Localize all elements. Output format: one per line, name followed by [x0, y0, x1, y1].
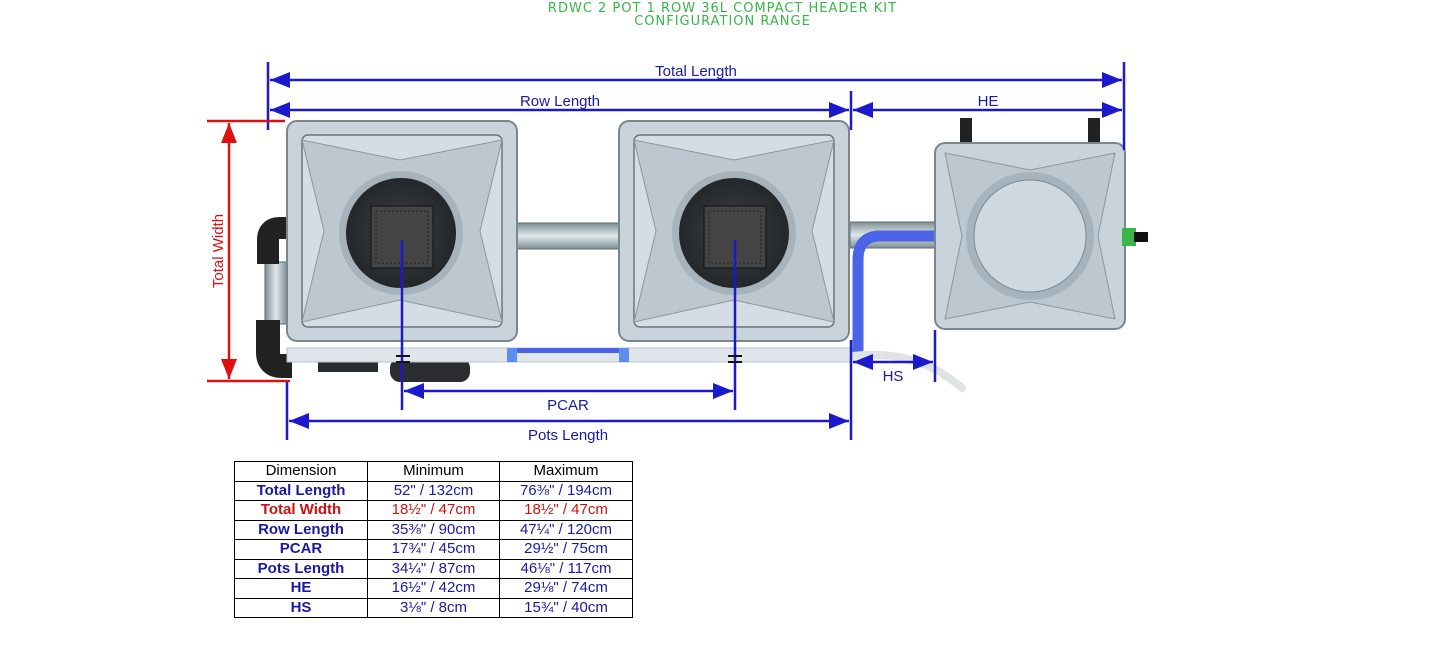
- table-row: HS 3⅛" / 8cm 15¾" / 40cm: [234, 597, 633, 618]
- table-row: Total Length 52" / 132cm 76⅜" / 194cm: [234, 480, 633, 501]
- blue-hose: [852, 230, 936, 352]
- minimum-value: 3⅛" / 8cm: [367, 597, 500, 618]
- pots-length-label: Pots Length: [528, 427, 608, 444]
- dimension-name: Pots Length: [234, 558, 368, 579]
- table-row: Total Width 18½" / 47cm 18½" / 47cm: [234, 500, 633, 521]
- table-row: HE 16½" / 42cm 29⅛" / 74cm: [234, 578, 633, 599]
- connecting-pipe: [514, 222, 624, 250]
- total-length-label: Total Length: [655, 63, 737, 80]
- minimum-value: 34¼" / 87cm: [367, 558, 500, 579]
- title-line-2: CONFIGURATION RANGE: [634, 14, 811, 29]
- maximum-value: 76⅜" / 194cm: [499, 480, 633, 501]
- pot-2: [618, 120, 850, 342]
- total-width-label: Total Width: [210, 214, 227, 288]
- pcar-label: PCAR: [547, 397, 589, 414]
- pipe-elbow-bottom: [256, 320, 292, 378]
- pipe-elbow-top: [257, 217, 290, 264]
- minimum-value: 35⅜" / 90cm: [367, 519, 500, 540]
- minimum-value: 18½" / 47cm: [367, 500, 500, 521]
- pot-1: [286, 120, 518, 342]
- column-header: Maximum: [499, 461, 633, 482]
- hs-label: HS: [883, 368, 904, 385]
- minimum-value: 52" / 132cm: [367, 480, 500, 501]
- return-pipe: [264, 261, 288, 325]
- column-header: Minimum: [367, 461, 500, 482]
- table-row: PCAR 17¾" / 45cm 29½" / 75cm: [234, 539, 633, 560]
- title-line-1: RDWC 2 POT 1 ROW 36L COMPACT HEADER KIT: [547, 1, 898, 16]
- dimension-name: HS: [234, 597, 368, 618]
- system-diagram: Total Length Row Length HE Total Width P…: [207, 62, 1148, 444]
- maximum-value: 29½" / 75cm: [499, 539, 633, 560]
- minimum-value: 17¾" / 45cm: [367, 539, 500, 560]
- column-header: Dimension: [234, 461, 368, 482]
- maximum-value: 47¼" / 120cm: [499, 519, 633, 540]
- dimension-table: Dimension Minimum Maximum Total Length 5…: [234, 461, 633, 618]
- minimum-value: 16½" / 42cm: [367, 578, 500, 599]
- maximum-value: 15¾" / 40cm: [499, 597, 633, 618]
- drain-fitting: [390, 358, 470, 382]
- he-label: HE: [978, 93, 999, 110]
- table-header-row: Dimension Minimum Maximum: [234, 461, 633, 482]
- dimension-name: PCAR: [234, 539, 368, 560]
- dimension-name: HE: [234, 578, 368, 599]
- dimension-name: Row Length: [234, 519, 368, 540]
- dimension-name: Total Length: [234, 480, 368, 501]
- table-row: Row Length 35⅜" / 90cm 47¼" / 120cm: [234, 519, 633, 540]
- row-length-label: Row Length: [520, 93, 600, 110]
- grey-hose: [848, 350, 966, 392]
- table-row: Pots Length 34¼" / 87cm 46⅛" / 117cm: [234, 558, 633, 579]
- maximum-value: 29⅛" / 74cm: [499, 578, 633, 599]
- header-tank: [934, 118, 1148, 330]
- blue-tube: [510, 348, 626, 353]
- dimension-name: Total Width: [234, 500, 368, 521]
- maximum-value: 46⅛" / 117cm: [499, 558, 633, 579]
- maximum-value: 18½" / 47cm: [499, 500, 633, 521]
